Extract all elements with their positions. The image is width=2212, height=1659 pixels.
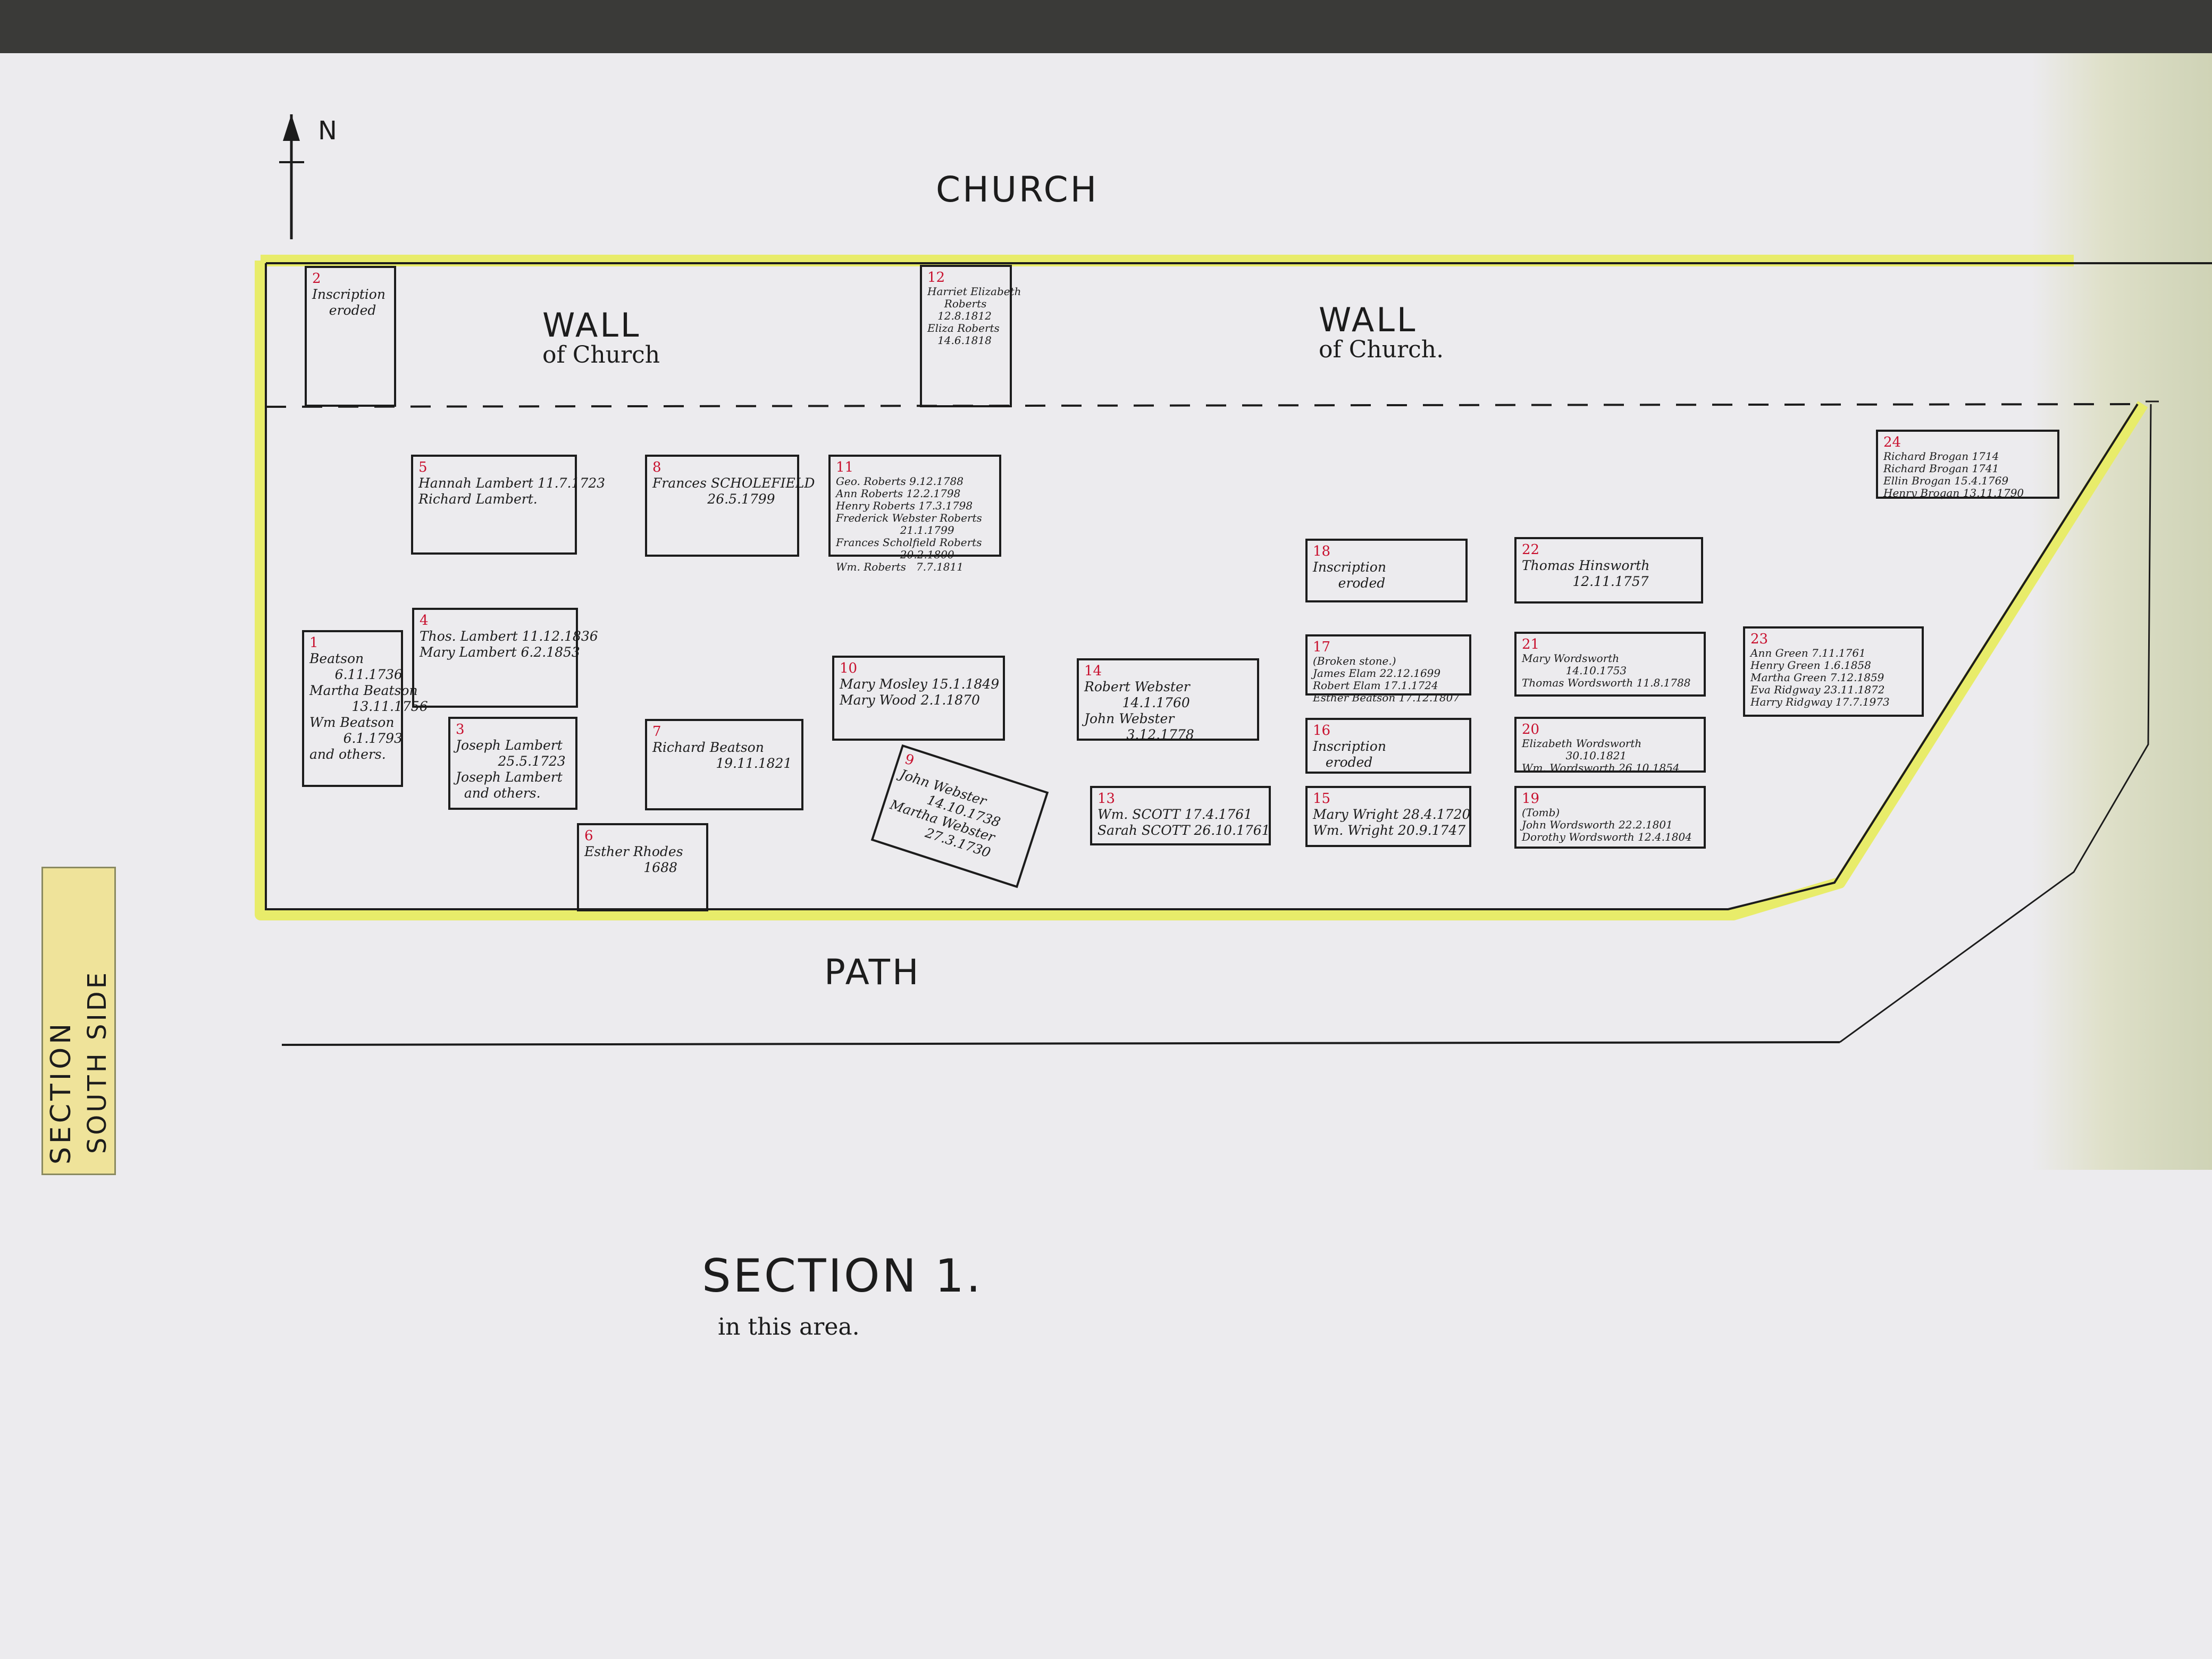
grave-inscription: Esther Rhodes 1688 (584, 843, 683, 875)
grave-inscription: Frances SCHOLEFIELD 26.5.1799 (652, 475, 815, 507)
grave-number: 11 (836, 459, 854, 475)
grave-inscription: Elizabeth Wordsworth 30.10.1821 Wm. Word… (1522, 736, 1680, 774)
grave-number: 22 (1522, 542, 1540, 558)
wall-label-right-title: WALL (1319, 300, 1418, 339)
grave-inscription: Robert Webster 14.1.1760 John Webster 3.… (1084, 678, 1194, 742)
grave-inscription: Inscription eroded (1313, 738, 1386, 770)
grave-number: 20 (1522, 722, 1540, 738)
grave-13[interactable]: 13 Wm. SCOTT 17.4.1761 Sarah SCOTT 26.10… (1090, 786, 1271, 845)
north-arrow-head (283, 114, 300, 141)
grave-number: 17 (1313, 639, 1331, 655)
grave-inscription: Richard Beatson 19.11.1821 (652, 739, 792, 771)
section-boundary (265, 262, 2212, 910)
grave-16[interactable]: 16 Inscription eroded (1305, 718, 1471, 774)
grave-4[interactable]: 4 Thos. Lambert 11.12.1836 Mary Lambert … (412, 608, 598, 708)
grave-inscription: (Broken stone.) James Elam 22.12.1699 Ro… (1313, 654, 1460, 704)
grave-14[interactable]: 14 Robert Webster 14.1.1760 John Webster… (1077, 658, 1259, 742)
grave-inscription: Mary Wordsworth 14.10.1753 Thomas Wordsw… (1522, 651, 1691, 689)
north-label: N (318, 116, 337, 146)
grave-number: 1 (309, 635, 319, 651)
wall-label-right: WALL of Church. (1319, 300, 1444, 363)
wall-label-right-sub: of Church. (1319, 336, 1444, 363)
section-heading: SECTION 1. (702, 1250, 983, 1303)
map-paper (0, 53, 2212, 1659)
grave-8[interactable]: 8 Frances SCHOLEFIELD 26.5.1799 (645, 455, 815, 557)
grave-number: 12 (927, 270, 945, 286)
grave-inscription: Hannah Lambert 11.7.1723 Richard Lambert… (418, 475, 606, 507)
grave-1[interactable]: 1 Beatson 6.11.1736 Martha Beatson 13.11… (302, 630, 428, 787)
grave-inscription: Richard Brogan 1714 Richard Brogan 1741 … (1883, 449, 2024, 499)
side-tab-section: SECTION (45, 1020, 77, 1164)
grave-number: 2 (312, 271, 321, 287)
wall-label-left-sub: of Church (542, 341, 660, 368)
grave-15[interactable]: 15 Mary Wright 28.4.1720 Wm. Wright 20.9… (1305, 786, 1471, 847)
grave-inscription: Beatson 6.11.1736 Martha Beatson 13.11.1… (309, 650, 428, 762)
grave-inscription: Wm. SCOTT 17.4.1761 Sarah SCOTT 26.10.17… (1097, 806, 1270, 838)
grave-11[interactable]: 11 Geo. Roberts 9.12.1788 Ann Roberts 12… (828, 455, 1001, 573)
grave-number: 13 (1097, 791, 1116, 807)
grave-number: 15 (1313, 791, 1331, 807)
grave-number: 24 (1883, 434, 1901, 450)
side-tab-south-side: SOUTH SIDE (82, 970, 112, 1154)
grave-18[interactable]: 18 Inscription eroded (1305, 539, 1468, 602)
grave-number: 7 (652, 724, 661, 740)
grave-inscription: Inscription eroded (312, 286, 386, 318)
grave-22[interactable]: 22 Thomas Hinsworth 12.11.1757 (1514, 537, 1703, 604)
grave-number: 6 (584, 828, 593, 844)
grave-2[interactable]: 2 Inscription eroded (305, 266, 396, 407)
path-edge (1839, 400, 2159, 1043)
grave-number: 19 (1522, 791, 1540, 807)
path-line (281, 1041, 1840, 1046)
wall-label-left: WALL of Church (542, 306, 660, 368)
grave-number: 21 (1522, 636, 1540, 652)
grave-inscription: Harriet Elizabeth Roberts 12.8.1812 Eliz… (927, 284, 1021, 347)
grave-23[interactable]: 23 Ann Green 7.11.1761 Henry Green 1.6.1… (1743, 626, 1924, 717)
grave-21[interactable]: 21 Mary Wordsworth 14.10.1753 Thomas Wor… (1514, 632, 1706, 697)
grave-inscription: Joseph Lambert 25.5.1723 Joseph Lambert … (456, 737, 566, 801)
water-stain (2031, 53, 2212, 1170)
wall-label-left-title: WALL (542, 306, 641, 345)
grave-19[interactable]: 19 (Tomb) John Wordsworth 22.2.1801 Doro… (1514, 786, 1706, 849)
grave-number: 18 (1313, 543, 1331, 559)
section-note: in this area. (718, 1313, 860, 1340)
grave-inscription: Inscription eroded (1313, 559, 1386, 591)
grave-number: 3 (456, 722, 465, 738)
side-tab (41, 867, 116, 1175)
grave-number: 8 (652, 459, 661, 475)
grave-5[interactable]: 5 Hannah Lambert 11.7.1723 Richard Lambe… (411, 455, 606, 555)
grave-3[interactable]: 3 Joseph Lambert 25.5.1723 Joseph Lamber… (448, 717, 577, 810)
grave-12[interactable]: 12 Harriet Elizabeth Roberts 12.8.1812 E… (920, 265, 1021, 407)
church-label: CHURCH (936, 169, 1099, 210)
grave-number: 23 (1750, 631, 1769, 647)
path-label: PATH (824, 952, 921, 993)
grave-20[interactable]: 20 Elizabeth Wordsworth 30.10.1821 Wm. W… (1514, 717, 1706, 774)
grave-inscription: Ann Green 7.11.1761 Henry Green 1.6.1858… (1750, 646, 1890, 708)
grave-10[interactable]: 10 Mary Mosley 15.1.1849 Mary Wood 2.1.1… (832, 656, 1005, 741)
wall-line (265, 403, 2143, 408)
section-boundary-highlight (255, 255, 2148, 920)
grave-7[interactable]: 7 Richard Beatson 19.11.1821 (645, 719, 803, 810)
grave-number: 16 (1313, 723, 1331, 739)
grave-inscription: (Tomb) John Wordsworth 22.2.1801 Dorothy… (1522, 806, 1692, 843)
grave-inscription: Geo. Roberts 9.12.1788 Ann Roberts 12.2.… (836, 474, 982, 573)
grave-17[interactable]: 17 (Broken stone.) James Elam 22.12.1699… (1305, 634, 1471, 703)
grave-6[interactable]: 6 Esther Rhodes 1688 (577, 823, 708, 911)
grave-inscription: Thomas Hinsworth 12.11.1757 (1522, 557, 1650, 589)
grave-number: 4 (420, 613, 429, 629)
grave-inscription: Thos. Lambert 11.12.1836 Mary Lambert 6.… (420, 628, 598, 660)
grave-inscription: Mary Mosley 15.1.1849 Mary Wood 2.1.1870 (840, 676, 1000, 708)
grave-number: 14 (1084, 663, 1102, 679)
grave-number: 5 (418, 459, 428, 475)
grave-number: 10 (840, 660, 858, 676)
grave-inscription: Mary Wright 28.4.1720 Wm. Wright 20.9.17… (1313, 806, 1471, 838)
grave-24[interactable]: 24 Richard Brogan 1714 Richard Brogan 17… (1876, 430, 2059, 499)
